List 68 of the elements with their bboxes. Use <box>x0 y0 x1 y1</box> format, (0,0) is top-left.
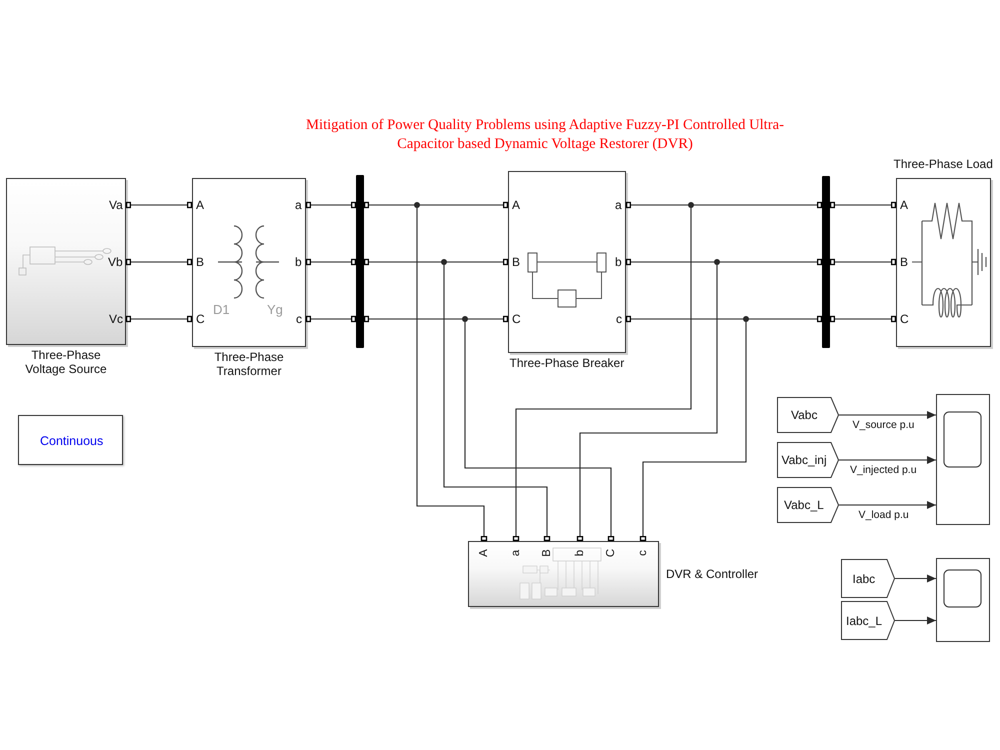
wire <box>131 318 187 320</box>
port-label: b <box>615 255 622 269</box>
port-label: c <box>296 312 302 326</box>
block-name: Three-Phase Load <box>894 157 993 171</box>
port-label: Vb <box>108 255 123 269</box>
block-label: Continuous <box>40 434 104 448</box>
wire <box>443 262 548 536</box>
block-name: DVR & Controller <box>666 567 758 581</box>
wire <box>131 261 187 263</box>
wire <box>444 261 503 263</box>
wire <box>835 318 891 320</box>
port-label: B <box>512 255 520 269</box>
port-label: A <box>900 198 908 212</box>
wire <box>369 261 444 263</box>
title: Mitigation of Power Quality Problems using Adaptive Fuzzy-PI Controlled Ultra-Capacitor based Dynamic Voltage Restorer (DVR) <box>305 116 785 154</box>
tag-label: Iabc <box>852 572 876 586</box>
port-label: A <box>196 198 204 212</box>
wire <box>835 204 891 206</box>
signal-arrow <box>895 574 936 582</box>
tag-label: Vabc <box>791 408 818 422</box>
port-label: B <box>196 255 204 269</box>
wire <box>642 319 747 536</box>
port-label: c <box>616 312 622 326</box>
wire <box>631 204 691 206</box>
solver-block <box>18 415 123 465</box>
wire <box>579 262 718 536</box>
wire <box>691 204 817 206</box>
port-label: B <box>900 255 908 269</box>
tag-label: Vabc_L <box>784 498 824 512</box>
winding-label: Yg <box>267 303 283 317</box>
port-label: Va <box>109 198 123 212</box>
port-label: C <box>900 312 909 326</box>
wire <box>369 204 417 206</box>
edge-label: V_source p.u <box>852 419 914 431</box>
edge-label: V_injected p.u <box>850 464 917 476</box>
edge-label: V_load p.u <box>858 509 909 521</box>
block-name: Three-Phase Breaker <box>510 356 624 370</box>
signal-arrow <box>839 456 936 464</box>
wire <box>417 204 503 206</box>
port-label: A <box>512 198 520 212</box>
winding-label: D1 <box>213 303 230 317</box>
wire <box>131 204 187 206</box>
port-label: a <box>295 198 302 212</box>
wire <box>311 204 351 206</box>
signal-arrow <box>895 616 936 624</box>
wire <box>464 319 612 536</box>
signal-arrow <box>839 501 936 509</box>
port-label: b <box>295 255 302 269</box>
wire <box>746 318 817 320</box>
tag-label: Iabc_L <box>846 614 882 628</box>
wire <box>311 318 351 320</box>
wire <box>369 318 465 320</box>
port-label: C <box>512 312 521 326</box>
block-name: Three-Phase Voltage Source <box>24 348 108 376</box>
wire <box>311 261 351 263</box>
block-name: Three-Phase Transformer <box>213 350 285 378</box>
wire <box>515 205 692 536</box>
wire <box>416 205 485 536</box>
signal-arrow <box>839 411 936 419</box>
wire <box>717 261 817 263</box>
wire <box>465 318 503 320</box>
port-label: a <box>615 198 622 212</box>
wire <box>835 261 891 263</box>
wire <box>631 318 746 320</box>
wire <box>631 261 717 263</box>
tag-label: Vabc_inj <box>782 453 827 467</box>
port-label: C <box>196 312 205 326</box>
port-label: Vc <box>109 312 124 326</box>
